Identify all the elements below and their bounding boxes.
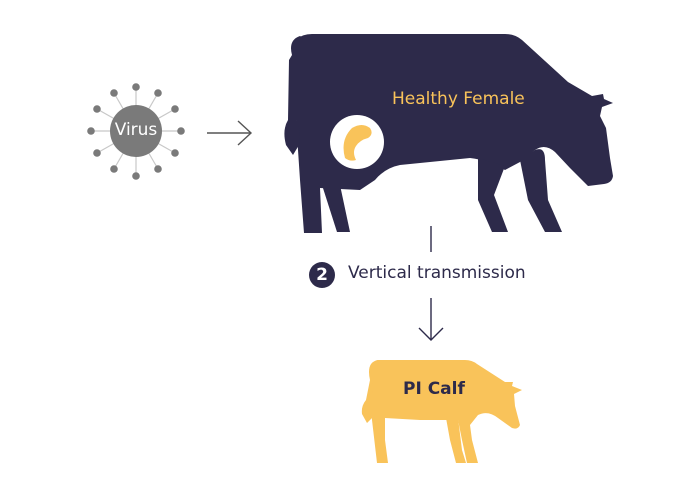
calf-silhouette <box>361 360 522 463</box>
cow-silhouette <box>284 34 613 233</box>
step-number: 2 <box>316 265 328 285</box>
fetus-icon <box>330 115 384 169</box>
pi-calf-label: PI Calf <box>403 379 465 399</box>
vertical-transmission-label: Vertical transmission <box>348 263 526 283</box>
step-badge <box>309 262 335 288</box>
healthy-female-label: Healthy Female <box>392 89 525 109</box>
virus-icon <box>87 83 185 180</box>
arrow-down-icon <box>418 226 444 341</box>
arrow-right-icon <box>207 120 253 146</box>
virus-label: Virus <box>114 120 158 140</box>
